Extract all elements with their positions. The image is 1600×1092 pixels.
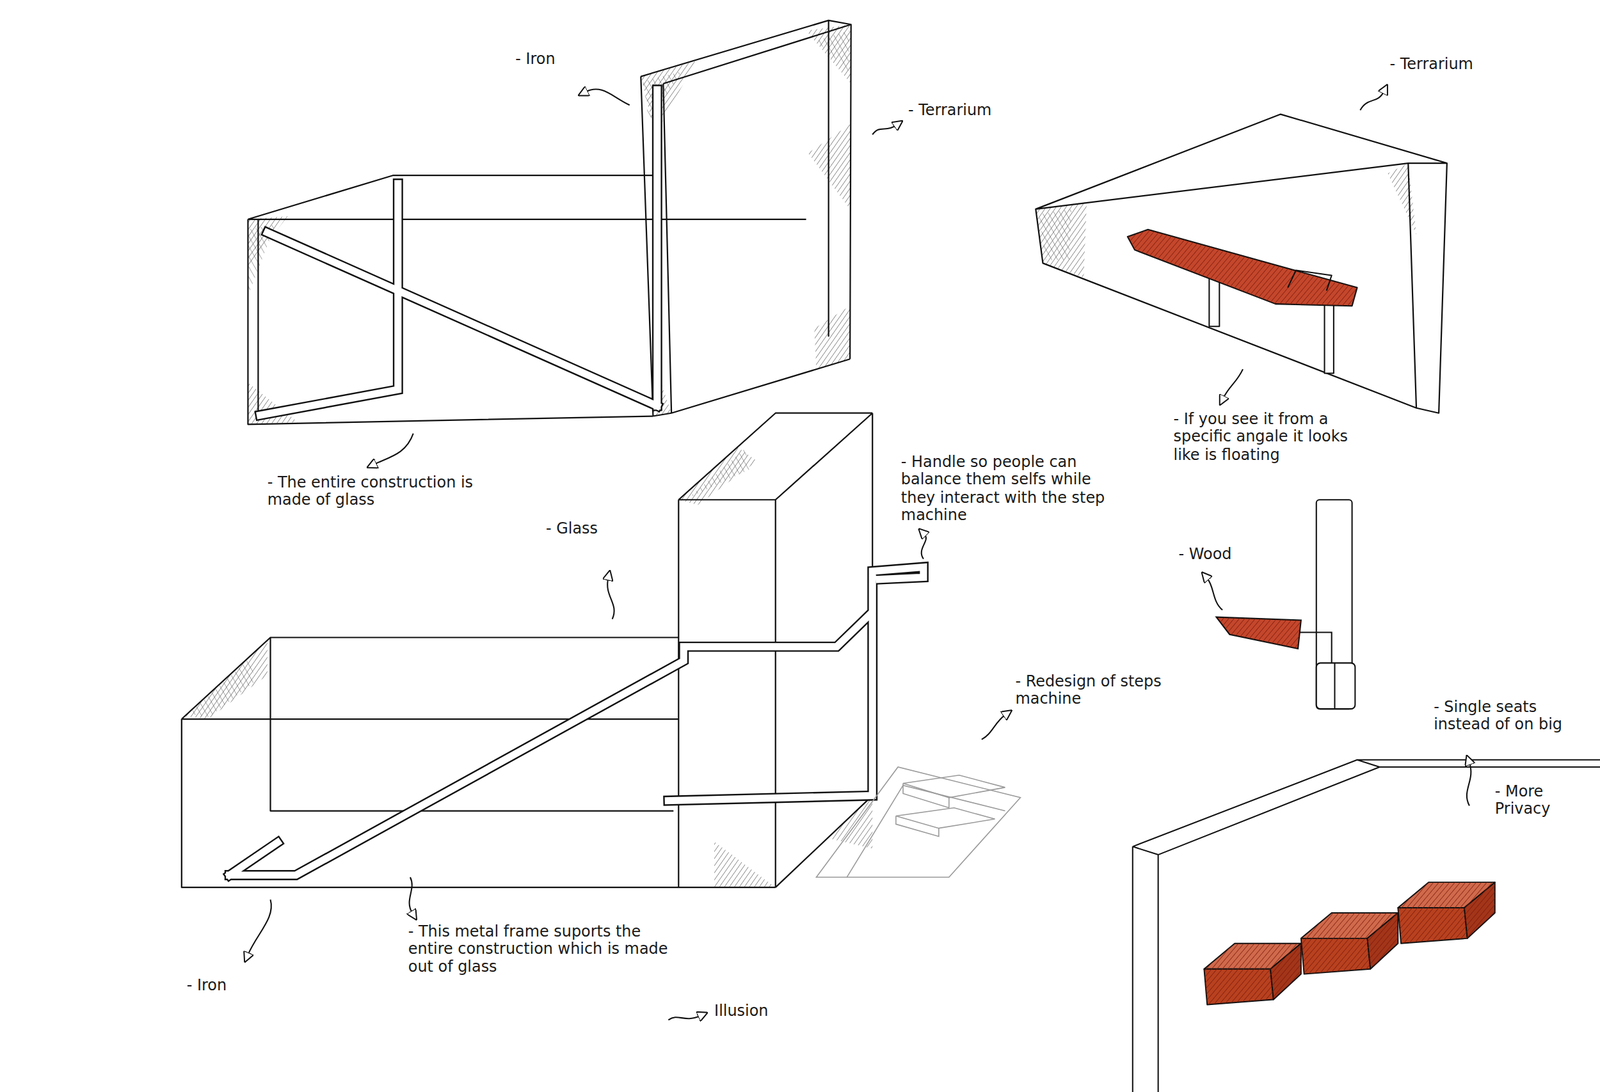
wood-bench <box>1127 229 1358 374</box>
annotation-label: - Iron <box>515 51 598 70</box>
annotation-label: - More Privacy <box>1495 783 1597 819</box>
annotation-label: - Glass <box>545 520 628 539</box>
annotation-label: - This metal frame suports the entire co… <box>408 923 669 977</box>
annotation-label: - Handle so people can balance them self… <box>901 454 1116 525</box>
wood-seats <box>1203 882 1495 1005</box>
annotation-label: - Terrarium <box>1390 56 1523 75</box>
annotation-label: - Single seats instead of on big <box>1433 698 1587 735</box>
steps-machine-sketch <box>816 767 1021 878</box>
annotation-label: - If you see it from a specific angale i… <box>1173 411 1358 465</box>
annotation-label: - Terrarium <box>908 101 1031 120</box>
annotation-label: - The entire construction is made of gla… <box>267 474 508 510</box>
seat-wall-sketch <box>1132 760 1600 1092</box>
glass-chair-sketch <box>247 20 851 425</box>
annotation-label: Illusion <box>714 1002 827 1021</box>
annotation-label: - Redesign of steps machine <box>1015 673 1189 709</box>
pencil-shading <box>183 24 1417 888</box>
terrarium-wall-sketch <box>1035 114 1448 414</box>
iron-frame <box>229 567 924 876</box>
side-view-sketch <box>1216 499 1356 710</box>
annotation-label: - Iron <box>186 977 269 996</box>
leader-lines <box>247 88 1471 1021</box>
iron-frame <box>260 89 658 416</box>
annotation-label: - Wood <box>1178 545 1261 564</box>
